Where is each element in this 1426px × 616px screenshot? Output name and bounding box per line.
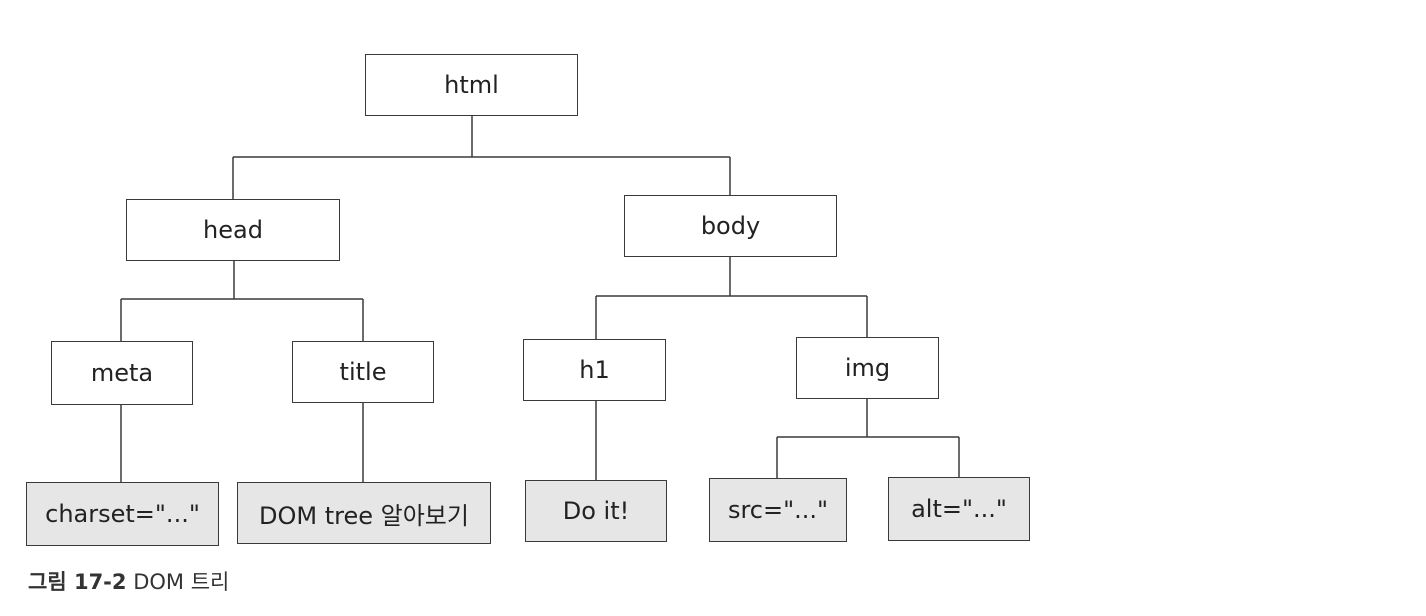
node-head: head xyxy=(126,199,340,261)
figure-title: DOM 트리 xyxy=(133,570,230,594)
figure-number: 그림 17-2 xyxy=(28,570,127,594)
node-meta: meta xyxy=(51,341,193,405)
figure-caption: 그림 17-2 DOM 트리 xyxy=(28,566,229,596)
node-alt-label: alt="..." xyxy=(911,495,1007,523)
node-h1: h1 xyxy=(523,339,666,401)
node-html: html xyxy=(365,54,578,116)
node-title-text-label: DOM tree 알아보기 xyxy=(259,501,469,530)
node-h1-text-label: Do it! xyxy=(562,497,630,525)
node-head-label: head xyxy=(203,216,263,244)
node-img-label: img xyxy=(844,354,891,382)
node-html-label: html xyxy=(444,71,499,99)
node-meta-label: meta xyxy=(90,359,154,387)
node-title: title xyxy=(292,341,434,403)
node-body: body xyxy=(624,195,837,257)
node-alt: alt="..." xyxy=(888,477,1030,541)
node-src: src="..." xyxy=(709,478,847,542)
node-h1-label: h1 xyxy=(579,356,610,384)
node-title-label: title xyxy=(339,358,387,386)
node-img: img xyxy=(796,337,939,399)
node-src-label: src="..." xyxy=(727,496,829,524)
node-charset: charset="..." xyxy=(26,482,219,546)
node-title-text: DOM tree 알아보기 xyxy=(237,482,491,544)
node-h1-text: Do it! xyxy=(525,480,667,542)
node-body-label: body xyxy=(700,212,761,240)
node-charset-label: charset="..." xyxy=(45,500,200,528)
